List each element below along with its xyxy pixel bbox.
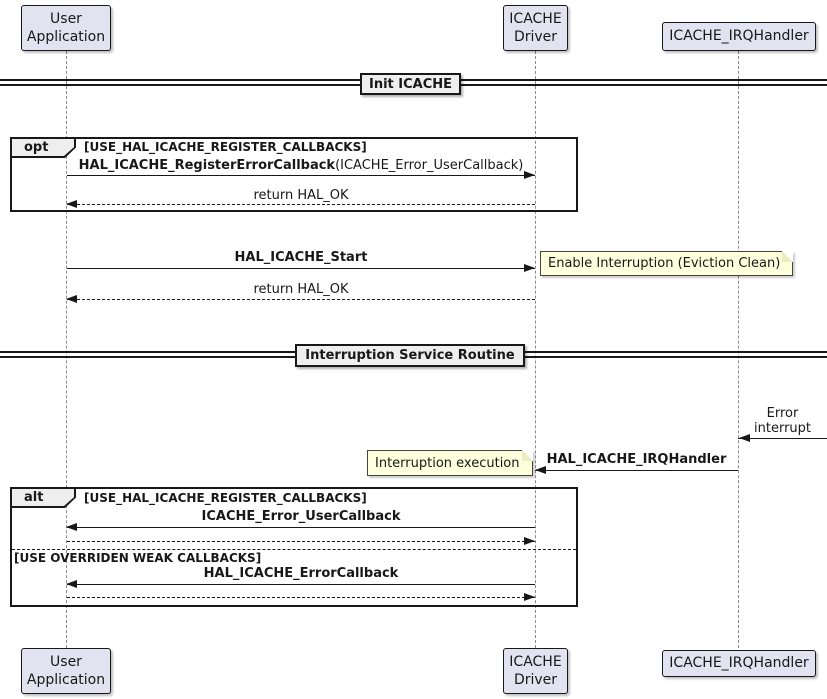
lifeline-user-application: [66, 51, 67, 648]
participant-label: Driver: [513, 29, 558, 45]
frame-alt-keyword: alt: [12, 489, 74, 506]
participant-label: Driver: [513, 672, 558, 688]
participant-user-application-top: User Application: [21, 5, 111, 51]
frame-opt-tab: opt: [10, 137, 76, 158]
participant-label: Application: [26, 672, 106, 688]
arrowhead-left-icon: [66, 523, 77, 531]
arrowhead-right-icon: [524, 171, 535, 179]
arrowhead-left-icon: [66, 295, 77, 303]
participant-icache-irqhandler-top: ICACHE_IRQHandler: [662, 22, 816, 51]
note-interruption-execution: Interruption execution: [367, 450, 533, 476]
arrow-usercallback-return: [67, 541, 535, 542]
divider-init-icache: Init ICACHE: [360, 73, 461, 95]
arrow-hal-icache-errorcallback: [67, 584, 535, 585]
arrowhead-left-icon: [66, 580, 77, 588]
arrow-register-error-callback: [67, 175, 535, 176]
message-return-hal-ok-2: return HAL_OK: [253, 282, 349, 297]
participant-icache-driver-bottom: ICACHE Driver: [503, 648, 568, 694]
arrowhead-left-icon: [535, 466, 546, 474]
participant-icache-irqhandler-bottom: ICACHE_IRQHandler: [662, 650, 816, 677]
frame-opt-guard: [USE_HAL_ICACHE_REGISTER_CALLBACKS]: [84, 140, 367, 154]
note-text: Interruption execution: [375, 455, 520, 471]
message-icache-error-usercallback: ICACHE_Error_UserCallback: [201, 509, 401, 524]
frame-alt-guard-2: [USE OVERRIDEN WEAK CALLBACKS]: [14, 551, 262, 565]
arrowhead-right-icon: [524, 264, 535, 272]
frame-alt-guard-1: [USE_HAL_ICACHE_REGISTER_CALLBACKS]: [84, 491, 367, 505]
frame-opt: opt: [10, 137, 578, 212]
participant-label: User: [50, 653, 82, 670]
arrow-hal-icache-irqhandler: [535, 470, 738, 471]
divider-label-text: Init ICACHE: [368, 76, 453, 92]
participant-label: ICACHE: [509, 10, 562, 27]
message-error-interrupt: Error interrupt: [738, 406, 827, 436]
participant-icache-driver-top: ICACHE Driver: [503, 5, 568, 51]
frame-opt-keyword: opt: [12, 139, 74, 156]
arrow-icache-error-usercallback: [67, 527, 535, 528]
arrow-errorcallback-return: [67, 597, 535, 598]
arrowhead-left-icon: [66, 200, 77, 208]
message-hal-icache-errorcallback: HAL_ICACHE_ErrorCallback: [203, 566, 399, 581]
frame-alt-tab: alt: [10, 487, 76, 508]
arrow-hal-icache-start: [67, 268, 535, 269]
frame-alt-else-divider: [12, 549, 576, 550]
arrowhead-right-icon: [524, 593, 535, 601]
arrow-return-hal-ok-2: [67, 299, 535, 300]
message-line: Error: [766, 406, 799, 421]
lifeline-icache-driver: [535, 51, 536, 648]
note-enable-interruption: Enable Interruption (Eviction Clean): [540, 251, 793, 276]
divider-interruption-service-routine: Interruption Service Routine: [295, 344, 525, 367]
participant-label: User: [50, 10, 82, 27]
divider-label-text: Interruption Service Routine: [305, 348, 515, 363]
participant-label: ICACHE_IRQHandler: [669, 655, 809, 672]
arrowhead-left-icon: [739, 434, 750, 442]
arrowhead-right-icon: [524, 537, 535, 545]
message-args: (ICACHE_Error_UserCallback): [335, 158, 524, 173]
participant-label: ICACHE_IRQHandler: [669, 28, 809, 45]
note-text: Enable Interruption (Eviction Clean): [548, 256, 781, 271]
message-name: HAL_ICACHE_RegisterErrorCallback: [78, 158, 336, 173]
participant-label: Application: [26, 29, 106, 45]
message-hal-icache-start: HAL_ICACHE_Start: [234, 250, 368, 265]
lifeline-icache-irqhandler: [738, 51, 739, 648]
participant-label: ICACHE: [509, 653, 562, 670]
frame-alt: alt: [10, 487, 578, 607]
arrow-return-hal-ok-1: [67, 204, 535, 205]
arrow-error-interrupt: [738, 438, 827, 439]
message-line: interrupt: [754, 421, 811, 436]
message-return-hal-ok-1: return HAL_OK: [253, 188, 349, 203]
message-hal-icache-irqhandler: HAL_ICACHE_IRQHandler: [546, 452, 727, 467]
message-register-error-callback: HAL_ICACHE_RegisterErrorCallback(ICACHE_…: [67, 158, 535, 173]
participant-user-application-bottom: User Application: [21, 648, 111, 694]
